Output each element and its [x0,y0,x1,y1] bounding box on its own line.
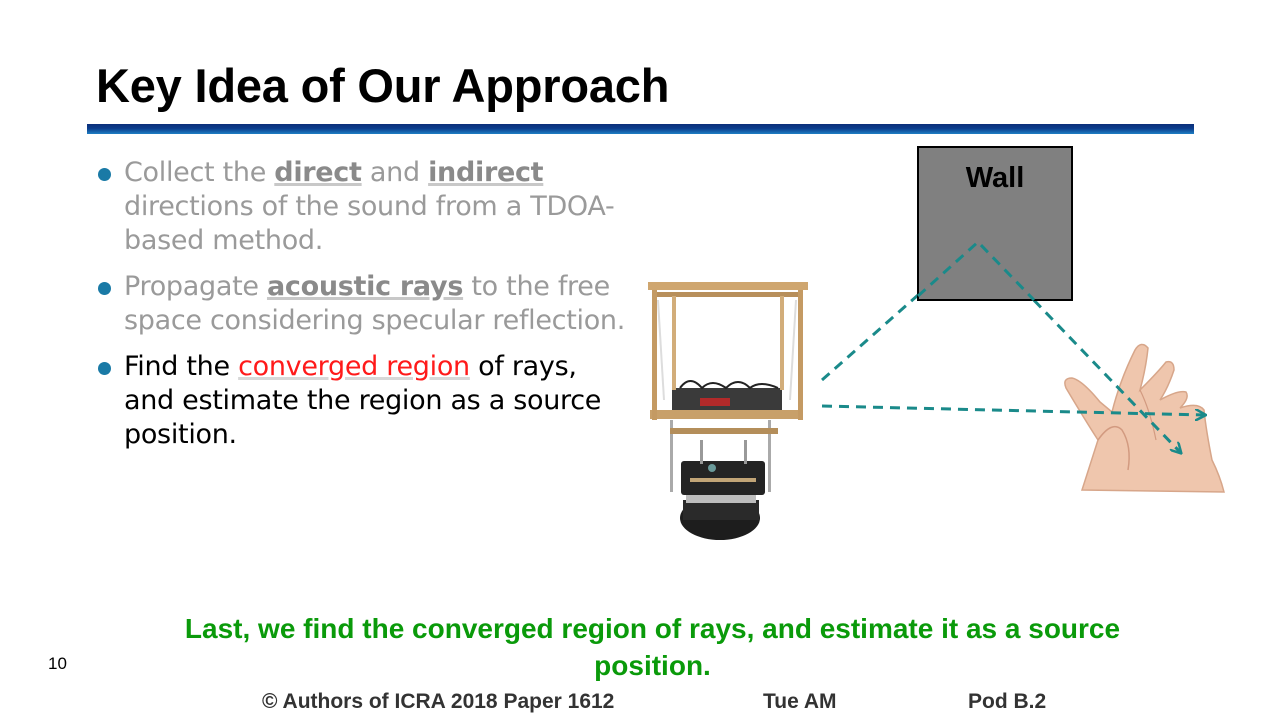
slide-number: 10 [48,654,67,673]
bullet-dot [98,362,111,375]
bullet-list: Collect the direct and indirect directio… [96,156,626,464]
slide-title: Key Idea of Our Approach [96,59,670,112]
footer-pod: Pod B.2 [968,690,1047,713]
bullet-text: Find the [124,351,239,382]
keyword-acoustic-rays: acoustic rays [266,271,464,302]
wall-box: Wall [917,146,1073,301]
bullet-propagate-rays: Propagate acoustic rays to the free spac… [96,270,626,338]
bullet-text: Collect the [124,157,275,188]
summary-statement: Last, we find the converged region of ra… [184,613,1121,681]
bullet-text: of rays, and estimate the region as a so… [124,351,602,450]
bullet-collect-directions: Collect the direct and indirect directio… [96,156,626,258]
keyword-converged-region: converged region [238,351,470,382]
bullet-text: Propagate [124,271,267,302]
robot-image [648,282,808,540]
title-underline-bar [87,124,1194,134]
bullet-dot [98,168,111,181]
bullet-text: directions of the sound from a TDOA-base… [124,191,615,256]
bullet-text: and [361,157,429,188]
keyword-direct: direct [274,157,362,188]
bullet-dot [98,282,111,295]
keyword-indirect: indirect [428,157,544,188]
footer-copyright: © Authors of ICRA 2018 Paper 1612 [262,690,615,713]
clapping-hands-image [1064,343,1225,493]
footer-session: Tue AM [763,690,837,713]
direct-ray [821,404,1204,415]
bullet-text: to the free space considering specular r… [124,271,626,336]
bullet-find-region: Find the converged region of rays, and e… [96,350,626,452]
wall-label: Wall [965,162,1025,194]
